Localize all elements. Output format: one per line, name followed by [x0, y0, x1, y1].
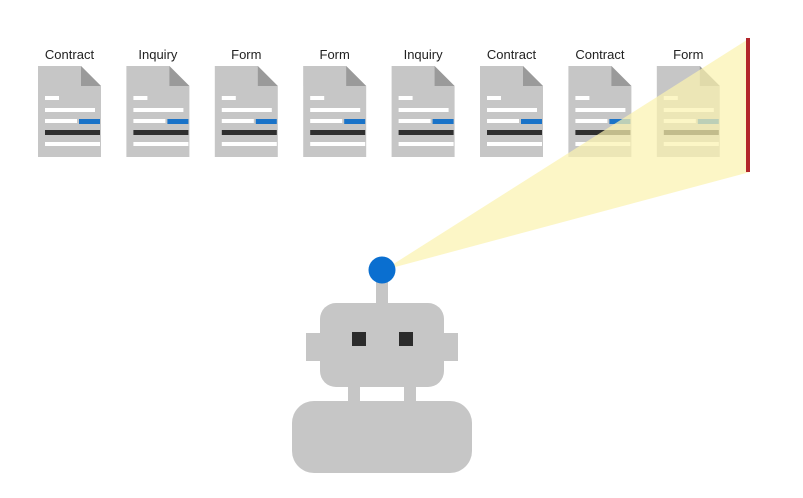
document-icon: Contract — [480, 47, 543, 157]
robot-right-eye — [399, 332, 413, 346]
document-field-line — [575, 119, 608, 123]
document-bold-line — [310, 130, 366, 135]
document-label: Contract — [487, 47, 537, 62]
document-text-line — [487, 142, 542, 146]
document-label: Contract — [575, 47, 625, 62]
document-label: Form — [320, 47, 350, 62]
document-bold-line — [221, 130, 277, 135]
robot-antenna — [376, 280, 388, 305]
scanner-edge — [746, 38, 750, 172]
document-bold-line — [487, 130, 542, 135]
document-field-line — [221, 119, 254, 123]
document-highlight — [521, 119, 542, 124]
document-text-line — [133, 142, 189, 146]
document-text-line — [575, 108, 626, 112]
document-heading-line — [310, 96, 325, 100]
document-text-line — [398, 108, 449, 112]
document-text-line — [45, 108, 95, 112]
document-field-line — [45, 119, 77, 123]
document-label: Form — [673, 47, 703, 62]
document-heading-line — [487, 96, 501, 100]
document-bold-line — [398, 130, 454, 135]
document-bold-line — [133, 130, 189, 135]
document-fold — [611, 66, 632, 86]
document-label: Form — [231, 47, 261, 62]
scan-beam — [384, 38, 750, 270]
document-heading-line — [45, 96, 59, 100]
document-heading-line — [575, 96, 590, 100]
document-field-line — [133, 119, 166, 123]
document-highlight — [167, 119, 189, 124]
document-text-line — [221, 108, 272, 112]
document-heading-line — [398, 96, 413, 100]
robot-left-eye — [352, 332, 366, 346]
document-fold — [257, 66, 278, 86]
document-field-line — [487, 119, 519, 123]
document-fold — [434, 66, 455, 86]
document-text-line — [487, 108, 537, 112]
document-highlight — [255, 119, 277, 124]
document-text-line — [398, 142, 454, 146]
document-fold — [169, 66, 190, 86]
document-bold-line — [45, 130, 100, 135]
document-field-line — [310, 119, 343, 123]
document-icon: Form — [303, 47, 367, 157]
robot-left-ear — [306, 333, 324, 361]
document-highlight — [432, 119, 454, 124]
document-text-line — [45, 142, 100, 146]
document-text-line — [310, 108, 361, 112]
document-heading-line — [221, 96, 236, 100]
antenna-light-icon — [368, 256, 396, 284]
robot-neck-right — [404, 384, 416, 404]
document-text-line — [310, 142, 366, 146]
robot-torso — [292, 401, 472, 473]
document-icon: Contract — [38, 47, 101, 157]
robot-icon — [292, 256, 472, 473]
document-icon: Form — [214, 47, 278, 157]
document-field-line — [398, 119, 431, 123]
document-icon: Inquiry — [126, 47, 190, 157]
robot-neck-left — [348, 384, 360, 404]
document-label: Contract — [45, 47, 95, 62]
document-fold — [523, 66, 543, 86]
document-icon: Inquiry — [391, 47, 455, 157]
document-text-line — [221, 142, 277, 146]
document-text-line — [133, 108, 184, 112]
robot-right-ear — [440, 333, 458, 361]
document-fold — [81, 66, 101, 86]
document-heading-line — [133, 96, 148, 100]
document-label: Inquiry — [138, 47, 178, 62]
document-fold — [346, 66, 367, 86]
document-label: Inquiry — [404, 47, 444, 62]
robot-head — [320, 303, 444, 387]
document-highlight — [344, 119, 366, 124]
document-highlight — [79, 119, 100, 124]
